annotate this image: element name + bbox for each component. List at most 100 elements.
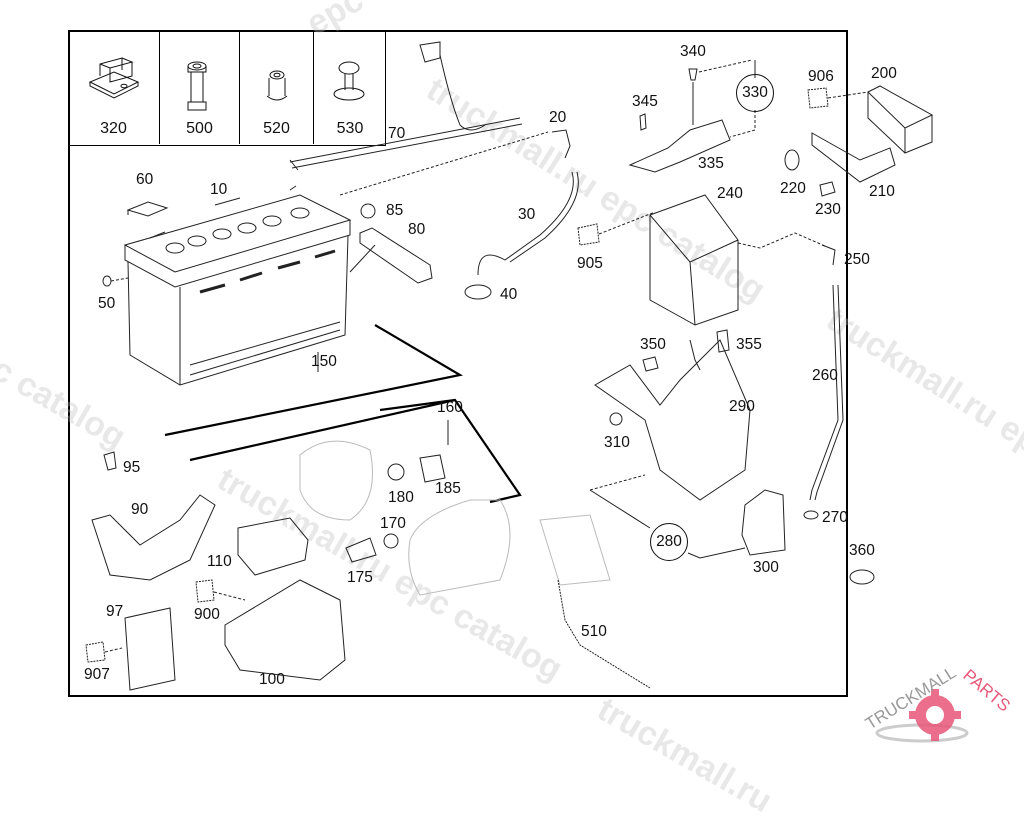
callout-185[interactable]: 185 — [435, 480, 461, 497]
vent-hose-icon[interactable] — [477, 171, 574, 276]
callout-905[interactable]: 905 — [577, 255, 603, 272]
callout-170[interactable]: 170 — [380, 515, 406, 532]
bolt-icon[interactable] — [639, 113, 647, 131]
inset-cell-320[interactable]: 320 — [68, 30, 160, 144]
grommet-icon[interactable] — [784, 149, 800, 171]
callout-97[interactable]: 97 — [106, 603, 124, 620]
bracket-icon[interactable] — [628, 119, 731, 173]
callout-50[interactable]: 50 — [98, 295, 116, 312]
bracket-icon[interactable] — [741, 489, 786, 556]
clip-icon[interactable] — [103, 451, 117, 471]
assembly-callout-330[interactable]: 330 — [736, 74, 774, 112]
callout-100[interactable]: 100 — [259, 671, 285, 688]
fuse-carrier-icon[interactable] — [91, 494, 216, 581]
callout-906[interactable]: 906 — [808, 68, 834, 85]
inset-label: 320 — [100, 120, 127, 137]
callout-180[interactable]: 180 — [388, 489, 414, 506]
callout-70[interactable]: 70 — [388, 125, 406, 142]
terminal-cover-icon[interactable] — [126, 201, 169, 217]
bolt-icon[interactable] — [819, 181, 836, 197]
callout-60[interactable]: 60 — [136, 171, 154, 188]
callout-310[interactable]: 310 — [604, 434, 630, 451]
nut-icon[interactable] — [387, 463, 405, 481]
callout-345[interactable]: 345 — [632, 93, 658, 110]
holder-icon[interactable] — [349, 227, 433, 284]
callout-85[interactable]: 85 — [386, 202, 404, 219]
callout-290[interactable]: 290 — [729, 398, 755, 415]
vent-elbow-icon[interactable] — [551, 129, 571, 159]
cap-icon[interactable] — [419, 454, 446, 483]
connector-icon[interactable] — [195, 579, 215, 603]
plug-icon[interactable] — [102, 275, 129, 287]
logo-text-right: PARTS — [959, 666, 1013, 716]
bolt-icon[interactable] — [642, 356, 659, 372]
callout-80[interactable]: 80 — [408, 221, 426, 238]
callout-340[interactable]: 340 — [680, 43, 706, 60]
harness-cable-icon[interactable] — [557, 579, 651, 689]
cap-icon[interactable] — [688, 68, 698, 81]
callout-510[interactable]: 510 — [581, 623, 607, 640]
inset-label: 500 — [186, 120, 213, 137]
callout-40[interactable]: 40 — [500, 286, 518, 303]
callout-907[interactable]: 907 — [84, 666, 110, 683]
callout-270[interactable]: 270 — [822, 509, 848, 526]
cap-icon[interactable] — [345, 537, 377, 563]
callout-10[interactable]: 10 — [210, 181, 228, 198]
inset-cell-530[interactable]: 530 — [314, 30, 386, 144]
callout-230[interactable]: 230 — [815, 201, 841, 218]
battery-tray-icon[interactable] — [594, 339, 751, 501]
callout-175[interactable]: 175 — [347, 569, 373, 586]
callout-200[interactable]: 200 — [871, 65, 897, 82]
callout-260[interactable]: 260 — [812, 367, 838, 384]
alternator-outline — [299, 440, 373, 521]
ground-cable-icon[interactable] — [289, 41, 523, 171]
connector-icon[interactable] — [577, 223, 600, 246]
callout-95[interactable]: 95 — [123, 459, 141, 476]
clip-icon[interactable] — [716, 329, 730, 353]
callout-220[interactable]: 220 — [780, 180, 806, 197]
vent-tube-icon[interactable] — [809, 284, 839, 501]
callout-360[interactable]: 360 — [849, 542, 875, 559]
callout-160[interactable]: 160 — [437, 399, 463, 416]
battery-cable-160[interactable] — [189, 398, 522, 504]
connector-icon[interactable] — [85, 641, 106, 663]
inset-cell-520[interactable]: 520 — [240, 30, 314, 144]
callout-110[interactable]: 110 — [207, 553, 232, 570]
battery-main-icon[interactable] — [123, 185, 352, 386]
push-rivet-icon — [333, 61, 365, 101]
starter-outline — [408, 499, 511, 596]
truckmall-parts-logo: TRUCKMALL PARTS — [850, 655, 1024, 750]
callout-240[interactable]: 240 — [717, 185, 743, 202]
vent-elbow-icon[interactable] — [821, 244, 836, 266]
battery-cable-150[interactable] — [164, 324, 464, 437]
callout-300[interactable]: 300 — [753, 559, 779, 576]
gear-logo-icon: TRUCKMALL PARTS — [862, 663, 1014, 743]
small-battery-icon[interactable] — [867, 85, 934, 154]
callout-335[interactable]: 335 — [698, 155, 724, 172]
callout-355[interactable]: 355 — [736, 336, 762, 353]
fuse-box-icon[interactable] — [224, 579, 346, 681]
callout-250[interactable]: 250 — [844, 251, 870, 268]
callout-350[interactable]: 350 — [640, 336, 666, 353]
nut-icon[interactable] — [383, 533, 399, 549]
grommet-icon[interactable] — [803, 510, 819, 520]
aux-battery-icon[interactable] — [649, 194, 739, 326]
nut-icon[interactable] — [360, 203, 376, 219]
callout-20[interactable]: 20 — [549, 109, 567, 126]
connector-icon[interactable] — [807, 87, 829, 109]
grommet-icon[interactable] — [849, 569, 875, 585]
callout-150[interactable]: 150 — [311, 353, 337, 370]
callout-90[interactable]: 90 — [131, 501, 149, 518]
grommet-icon[interactable] — [464, 284, 492, 300]
prefuse-box-icon[interactable] — [124, 607, 176, 691]
callout-210[interactable]: 210 — [869, 183, 895, 200]
inset-cell-500[interactable]: 500 — [160, 30, 240, 144]
assembly-callout-280[interactable]: 280 — [650, 523, 688, 561]
nut-icon[interactable] — [609, 412, 623, 426]
callout-30[interactable]: 30 — [518, 206, 536, 223]
bracket-icon[interactable] — [811, 132, 896, 183]
callout-900[interactable]: 900 — [194, 606, 220, 623]
relay-icon[interactable] — [237, 517, 309, 576]
spacer-bolt-icon — [187, 61, 207, 111]
small-parts-inset: 320 500 520 — [68, 30, 386, 146]
